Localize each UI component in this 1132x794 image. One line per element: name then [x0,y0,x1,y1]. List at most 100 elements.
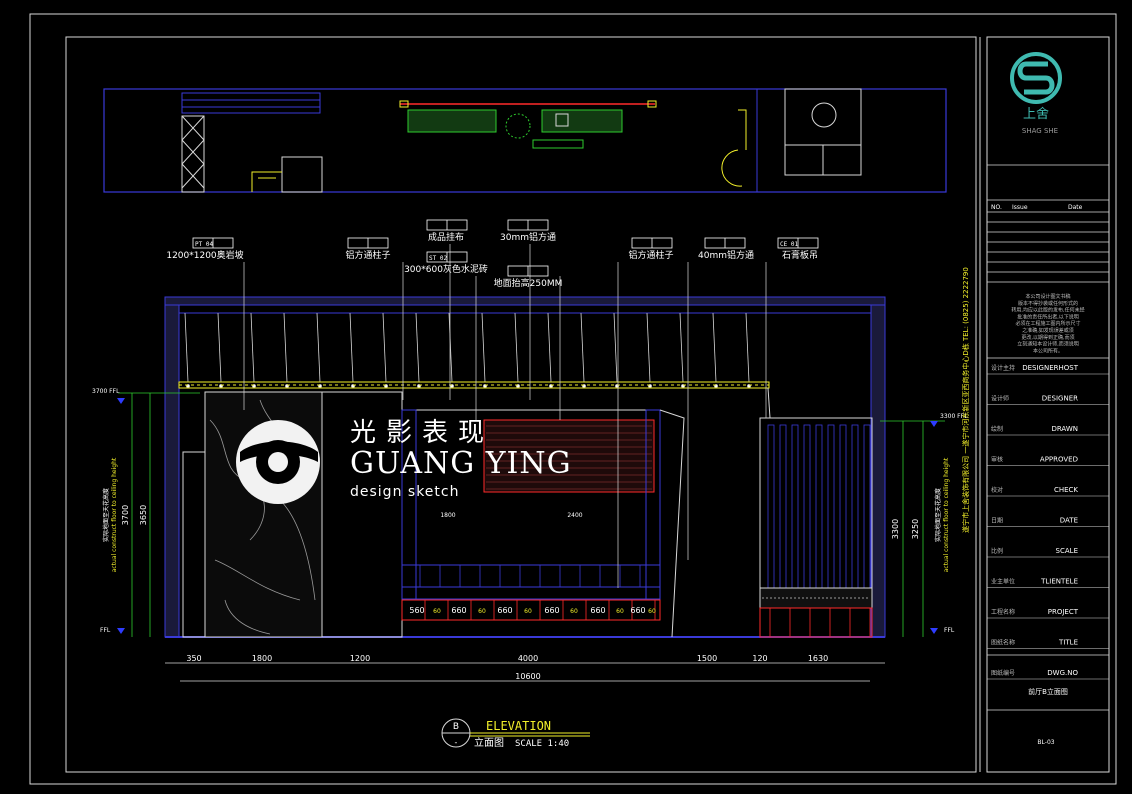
date-label: Date [1068,204,1083,211]
callout: 地面抬高250MM [494,265,563,289]
mid-dim: 2400 [567,512,582,519]
dim-total: 10600 [515,672,540,681]
callout-tag: CE 01 [780,241,798,248]
bench-dim: 660 [497,606,512,615]
callout-text: 30mm铝方通 [500,231,556,243]
titleblock-row-cn: 设计主持 [991,364,1015,372]
titleblock-row-en: DWG.NO [1047,669,1078,677]
titleblock-row-cn: 图纸编号 [991,669,1015,677]
titleblock-row-en: APPROVED [1040,456,1078,464]
dim-bottom: 120 [752,654,767,663]
titleblock-row-en: DESIGNERHOST [1022,364,1078,372]
titleblock-row-cn: 校对 [991,486,1003,494]
bottom-dimensions [165,662,885,682]
elevation-view [164,244,886,638]
drawing-no: BL-03 [1037,739,1054,746]
bench-dim: 660 [590,606,605,615]
titleblock-row-cn: 工程名称 [991,608,1015,616]
titleblock-note: 必须在工程施工图内所示尺寸 [1015,320,1080,327]
left-dim-outer: 3700 [121,505,130,525]
callout-text: 成品挂布 [428,231,464,243]
titleblock-note: 本公司所有。 [1033,347,1063,354]
titleblock-row-en: TLIENTELE [1040,578,1078,586]
bench-dim: 560 [409,606,424,615]
titleblock-row-en: CHECK [1054,486,1078,494]
dim-bottom: 4000 [518,654,538,663]
callout-tag: ST 02 [429,255,447,262]
bench-dim-small: 60 [433,608,441,615]
bench-dim-small: 60 [648,608,656,615]
callout-text: 地面抬高250MM [494,277,563,289]
callout: 40mm铝方通 [698,237,754,261]
titleblock-note: 本公司设计图文书稿 [1025,293,1070,300]
titleblock-row-en: DATE [1060,517,1078,525]
titleblock-row-cn: 图纸名称 [991,639,1015,647]
callout-text: 1200*1200奥岩坡 [166,249,243,261]
titleblock-note: 之准确,如发现误差或须 [1022,327,1074,334]
titleblock-row-en: TITLE [1058,639,1078,647]
titleblock-grid [987,164,1109,711]
elevation-title: ELEVATION [486,719,551,733]
left-height-dimension [118,392,200,637]
callout: 铝方通柱子 [345,237,391,261]
bench-dim-small: 60 [524,608,532,615]
no-label: NO. [991,204,1002,211]
logo-en: SHAG SHE [1022,127,1058,135]
titleblock-row-cn: 比例 [991,547,1003,555]
right-note-en: actual construct floor to ceiling height [943,457,950,572]
callout-text: 40mm铝方通 [698,249,754,261]
plan-view [103,88,947,193]
right-note-cn: 实际地面至天花高度 [934,488,942,542]
titleblock-row-en: DESIGNER [1042,395,1078,403]
left-note-cn: 实际地面至天花高度 [102,488,110,542]
callout-tag: PT 04 [195,241,213,248]
dim-bottom: 350 [186,654,201,663]
callout-text: 铝方通柱子 [345,249,390,261]
titleblock-row-cn: 业主单位 [991,578,1015,586]
right-level-top: 3300 FFL [940,413,968,420]
titleblock-note: 版本不得抄袭或任何形式的 [1018,300,1078,307]
dim-bottom: 1200 [350,654,370,663]
titleblock-row-cn: 日期 [991,517,1003,525]
bench-dim: 660 [630,606,645,615]
outer-sheet-frame [29,13,1117,785]
dim-bottom: 1630 [808,654,828,663]
callout-text: 石膏板吊 [782,249,818,261]
callout: 成品挂布 [426,219,468,243]
watermark-logo-icon [236,420,320,504]
bench-dim: 660 [544,606,559,615]
company-logo-icon [1010,52,1062,104]
bench-dim-small: 60 [616,608,624,615]
left-level-bottom: FFL [100,627,111,634]
elevation-sub: 立面图 [474,736,504,749]
titleblock-row-cn: 审核 [991,456,1003,464]
left-dim-inner: 3650 [139,505,148,525]
callout-text: 300*600灰色水泥砖 [404,263,488,275]
company-side-text: 遂宁市上舍装饰有限公司 一遂宁市河东新区亚西商务中心D栋 TEL: (0825)… [961,267,970,533]
right-dim-inner: 3250 [911,519,920,539]
scale-label: SCALE 1:40 [515,739,569,749]
bench-dim-small: 60 [570,608,578,615]
titleblock-row-en: DRAWN [1051,425,1078,433]
right-level-bottom: FFL [944,627,955,634]
left-note-en: actual construct floor to ceiling height [111,457,118,572]
titleblock-row-en: PROJECT [1048,608,1079,616]
bench-dim-small: 60 [478,608,486,615]
drawing-name: 前厅B立面图 [1028,687,1068,696]
titleblock-row-cn: 绘制 [991,425,1003,433]
bench-dim: 660 [451,606,466,615]
dim-bottom: 1800 [252,654,272,663]
dim-bottom: 1500 [697,654,717,663]
left-level-top: 3700 FFL [92,388,120,395]
callout: 铝方通柱子 [628,237,674,261]
callout-text: 铝方通柱子 [628,249,673,261]
drawing-frame [65,36,977,773]
callout: 30mm铝方通 [500,219,556,243]
right-dim-outer: 3300 [891,519,900,539]
view-marker-sub: - [455,738,458,747]
titleblock-row-en: SCALE [1056,547,1078,555]
titleblock-note: 批准的责任所出者,以下说明 [1017,313,1079,320]
